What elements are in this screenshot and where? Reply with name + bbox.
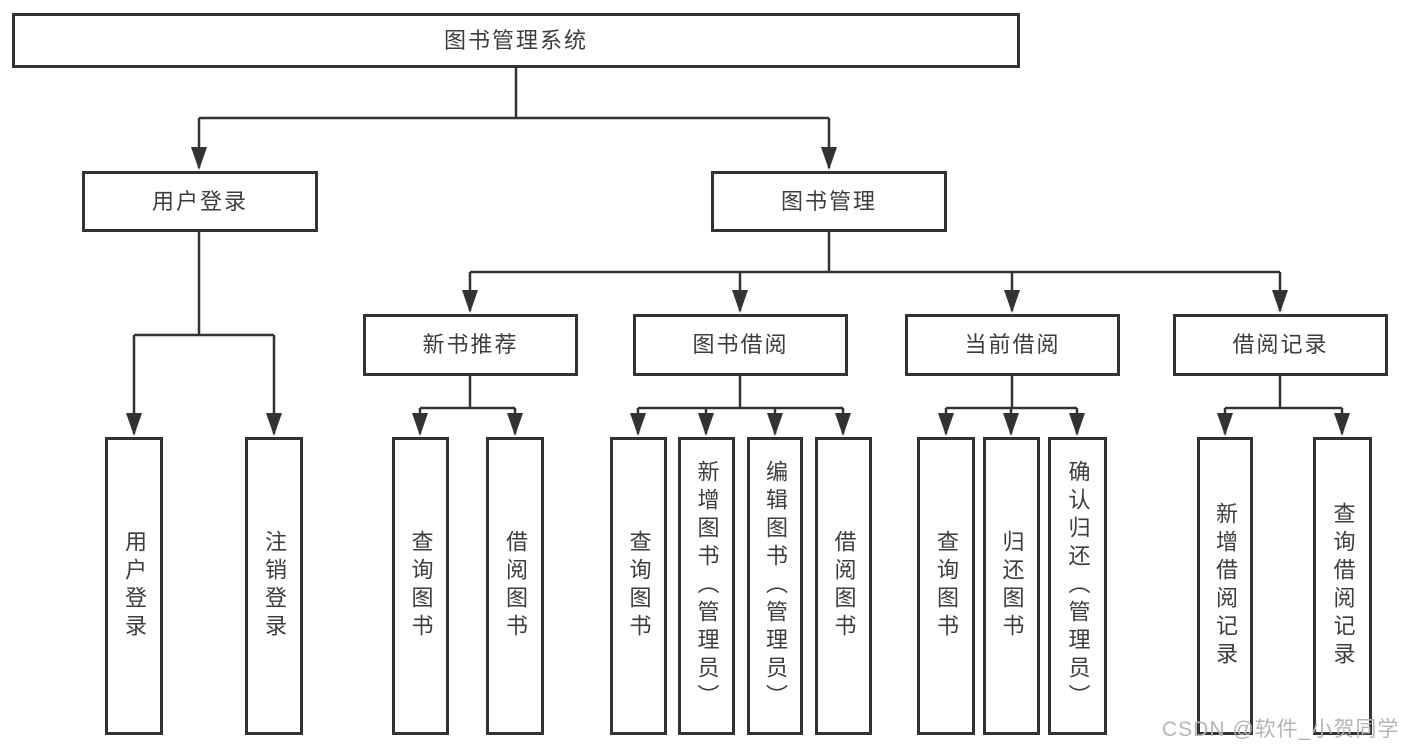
leaf-borrowing-add-books-admin: 新增图书（管理员） (678, 437, 735, 735)
watermark: CSDN @软件_小贺同学 (1162, 718, 1400, 741)
leaf-recommend-query-books: 查询图书 (392, 437, 449, 735)
leaf-current-confirm-return-admin: 确认归还（管理员） (1048, 437, 1107, 735)
leaf-logout: 注销登录 (245, 437, 303, 735)
node-borrow-records: 借阅记录 (1173, 314, 1388, 376)
leaf-current-query-books: 查询图书 (917, 437, 975, 735)
node-user-login: 用户登录 (82, 171, 318, 232)
leaf-records-add-record: 新增借阅记录 (1197, 437, 1253, 735)
leaf-user-login: 用户登录 (105, 437, 163, 735)
leaf-borrowing-borrow-books: 借阅图书 (815, 437, 872, 735)
node-current-borrowing: 当前借阅 (905, 314, 1120, 376)
node-root-system: 图书管理系统 (12, 13, 1020, 68)
leaf-recommend-borrow-books: 借阅图书 (486, 437, 544, 735)
node-book-management: 图书管理 (711, 171, 947, 232)
leaf-current-return-books: 归还图书 (983, 437, 1040, 735)
leaf-borrowing-query-books: 查询图书 (610, 437, 667, 735)
node-book-borrowing: 图书借阅 (633, 314, 848, 376)
leaf-borrowing-edit-books-admin: 编辑图书（管理员） (747, 437, 803, 735)
node-new-book-recommend: 新书推荐 (363, 314, 578, 376)
leaf-records-query-record: 查询借阅记录 (1313, 437, 1372, 735)
